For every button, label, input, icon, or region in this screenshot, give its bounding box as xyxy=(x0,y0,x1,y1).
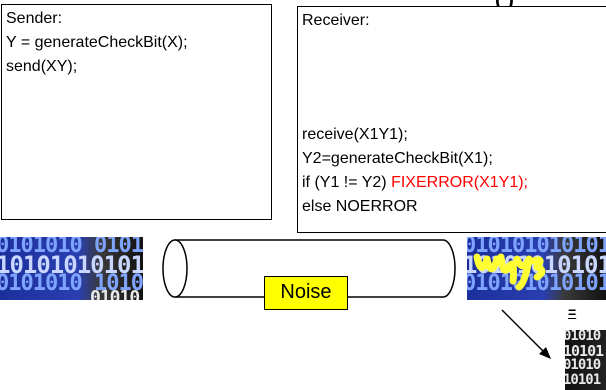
arrow-down-right-icon xyxy=(501,309,551,359)
receiver-else-line: else NOERROR xyxy=(302,198,418,215)
receiver-fixerror: FIXERROR(X1Y1); xyxy=(391,174,528,191)
sender-title: Sender: xyxy=(6,10,63,27)
receiver-if-condition: if (Y1 != Y2) xyxy=(302,174,392,191)
sender-line-1: Y = generateCheckBit(X); xyxy=(6,34,188,51)
receiver-title: Receiver: xyxy=(302,12,370,29)
scribble-mark xyxy=(473,253,546,291)
binary-data-small-image: 01010 10101 01010 10101 xyxy=(565,330,606,390)
receiver-line-2: Y2=generateCheckBit(X1); xyxy=(302,150,493,167)
compare-mark: = xyxy=(568,304,577,320)
receiver-if-line: if (Y1 != Y2) FIXERROR(X1Y1); xyxy=(302,171,528,195)
noise-label-box: Noise xyxy=(264,276,348,310)
noise-label: Noise xyxy=(280,281,332,303)
sender-line-2: send(XY); xyxy=(6,58,78,75)
clipped-title: ( ) xyxy=(495,0,514,12)
receiver-box: Receiver: receive(X1Y1); Y2=generateChec… xyxy=(297,6,606,233)
receiver-code: receive(X1Y1); Y2=generateCheckBit(X1); … xyxy=(302,123,528,219)
sender-box: Sender: Y = generateCheckBit(X); send(XY… xyxy=(1,4,272,220)
receiver-line-1: receive(X1Y1); xyxy=(302,126,408,143)
